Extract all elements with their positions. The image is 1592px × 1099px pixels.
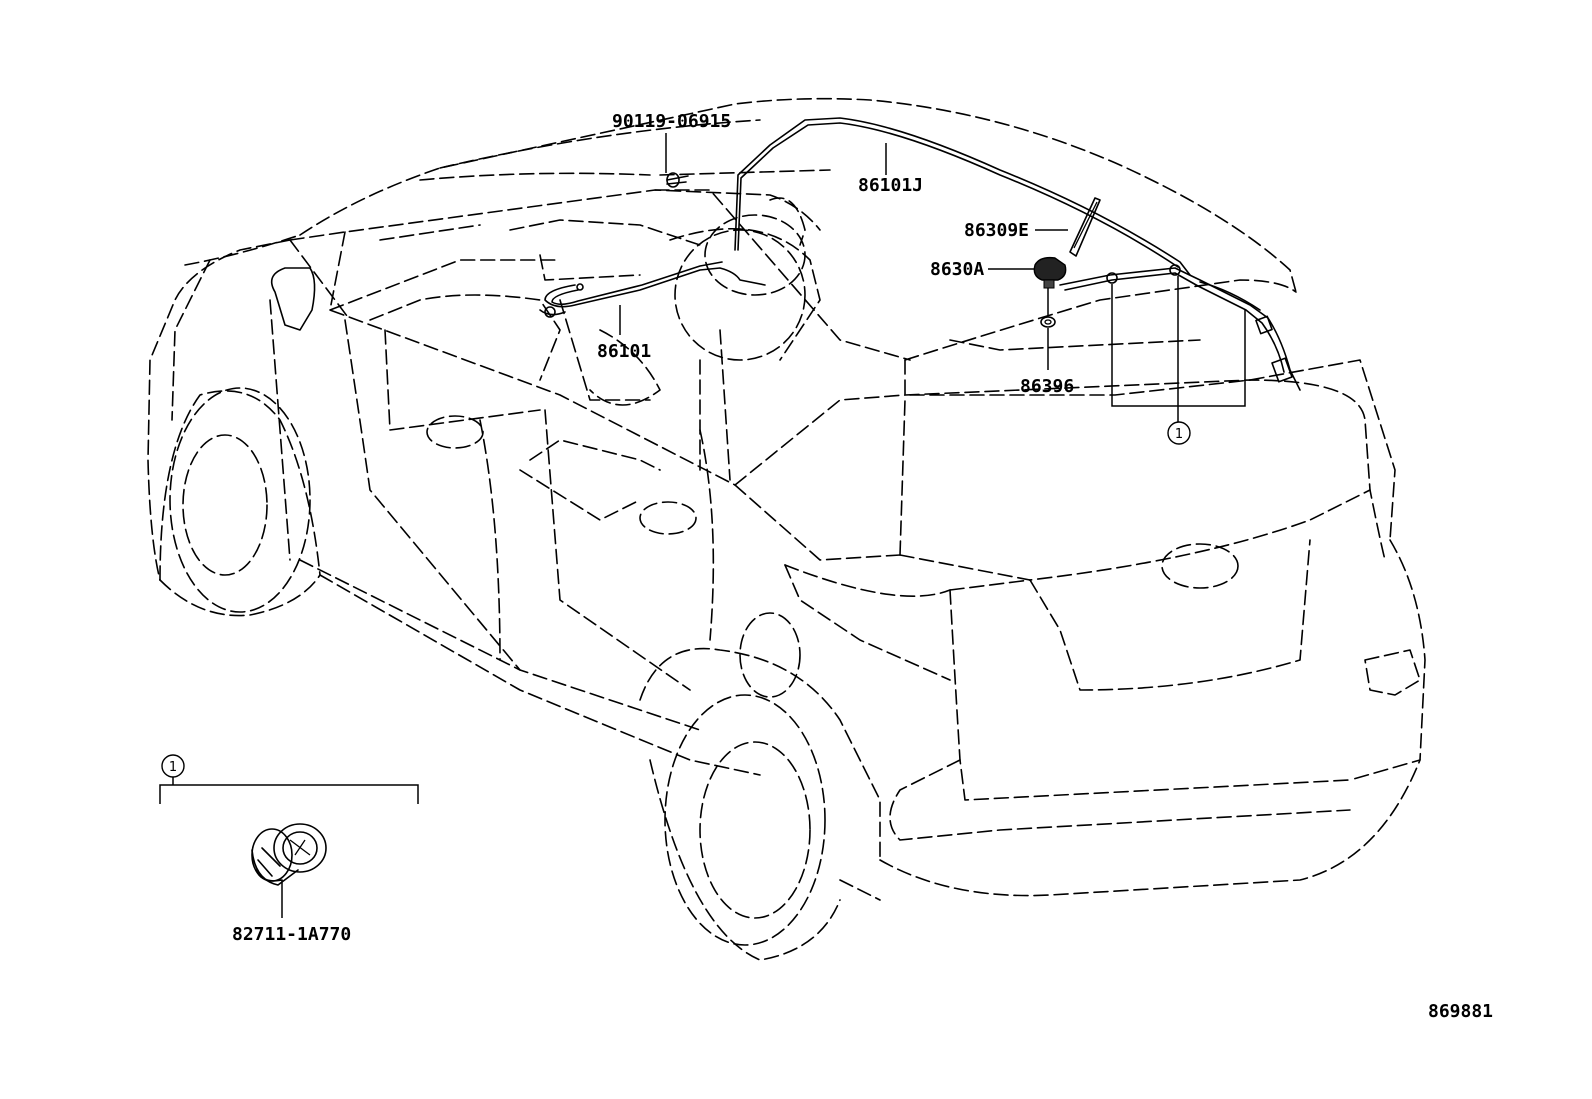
antenna-base-icon <box>1033 256 1067 289</box>
leader-lines <box>159 133 1246 918</box>
vehicle-outline <box>147 97 1426 961</box>
label-roof-cord: 86101J <box>858 175 923 196</box>
ref-mark-car: 1 <box>1167 421 1191 445</box>
ref-mark-detail: 1 <box>161 754 185 778</box>
label-clamp: 82711-1A770 <box>232 924 351 945</box>
pad-icon <box>1040 316 1056 328</box>
label-pad: 86396 <box>1020 376 1074 397</box>
label-bolt: 90119-06915 <box>612 111 731 132</box>
antenna-pole-icon <box>1069 197 1101 257</box>
label-pole: 86309E <box>964 220 1029 241</box>
roof-antenna-cord <box>734 117 1301 391</box>
label-front-cord: 86101 <box>597 341 651 362</box>
diagram-id: 869881 <box>1428 1001 1493 1022</box>
label-antenna-base: 8630A <box>930 259 984 280</box>
front-antenna-cord <box>539 261 766 318</box>
bolt-icon <box>666 172 689 188</box>
ref-mark-label: 1 <box>1175 427 1183 442</box>
clamp-icon <box>251 823 327 886</box>
ref-mark-label: 1 <box>169 760 177 775</box>
